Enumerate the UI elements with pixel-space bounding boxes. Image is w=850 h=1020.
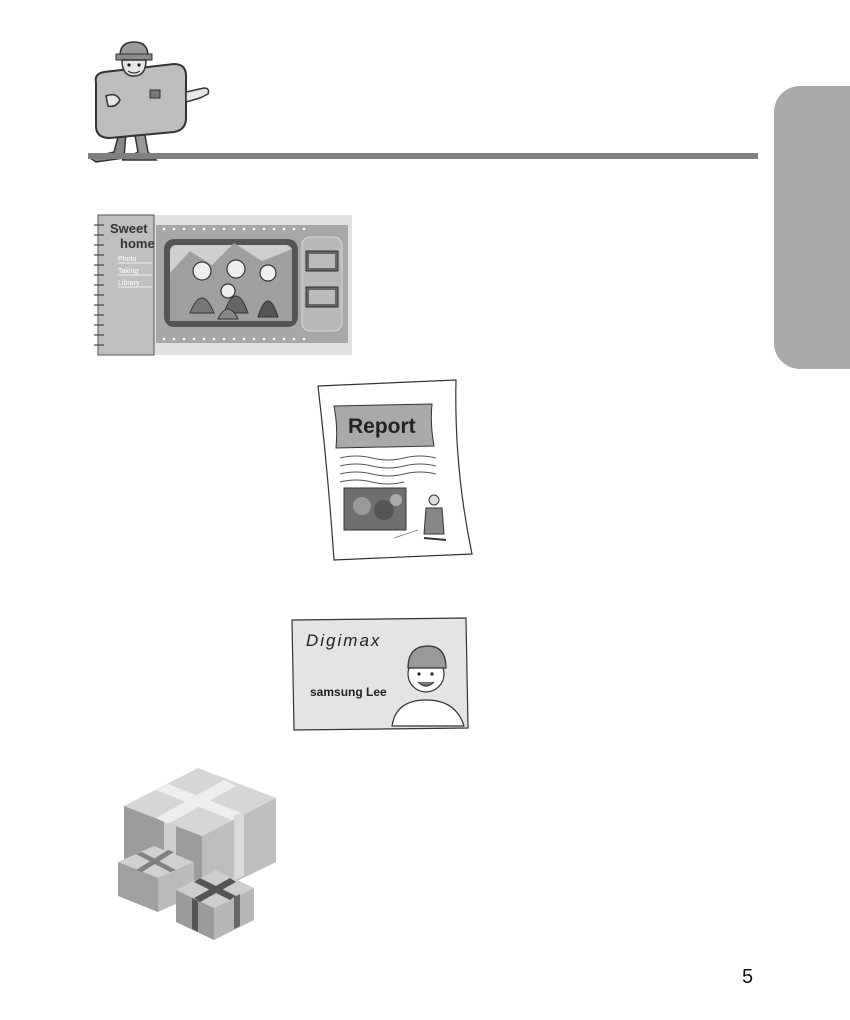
album-menu-item: Taking — [118, 268, 138, 275]
page-number: 5 — [742, 966, 754, 988]
camera-mascot-icon — [88, 41, 210, 163]
album-menu-item: Library — [118, 280, 140, 287]
business-card-icon: Digimax samsung Lee — [291, 617, 469, 731]
report-document-icon: Report — [317, 379, 473, 561]
card-name: samsung Lee — [310, 685, 387, 699]
album-menu-item: Photo — [118, 256, 136, 263]
album-title-line2: home — [120, 236, 155, 251]
album-title-line1: Sweet — [110, 221, 148, 236]
header-rule — [88, 153, 758, 159]
photo-album-icon: Sweet home Photo Taking Library — [94, 214, 352, 356]
side-tab — [774, 86, 850, 369]
gift-boxes-icon — [118, 768, 276, 940]
report-heading: Report — [348, 415, 416, 438]
card-brand: Digimax — [306, 631, 381, 650]
